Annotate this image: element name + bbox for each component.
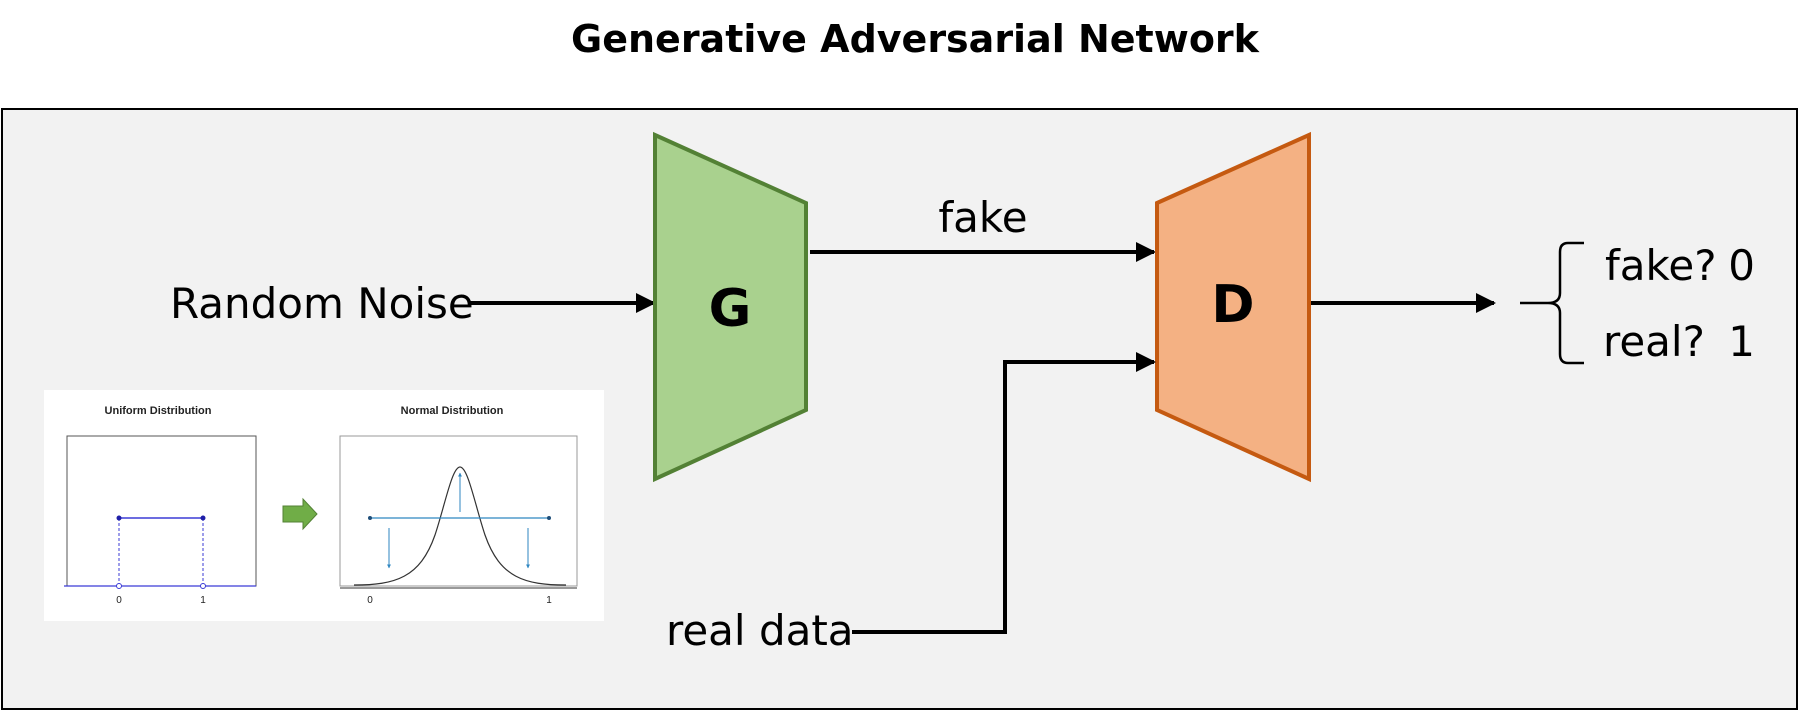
fake-label: fake bbox=[938, 193, 1027, 242]
normal-tick-0: 0 bbox=[367, 595, 373, 606]
generator-label: G bbox=[709, 279, 752, 339]
output-real-question: real? bbox=[1603, 317, 1705, 366]
uniform-open-left bbox=[116, 583, 122, 589]
discriminator-block bbox=[1155, 131, 1311, 483]
uniform-tick-1: 1 bbox=[200, 595, 206, 606]
real-data-label: real data bbox=[666, 606, 854, 655]
generator-block bbox=[653, 131, 808, 483]
uniform-point-right bbox=[200, 515, 206, 521]
diagram-title: Generative Adversarial Network bbox=[571, 17, 1260, 61]
normal-tick-1: 1 bbox=[546, 595, 552, 606]
uniform-open-right bbox=[200, 583, 206, 589]
output-brace bbox=[1520, 241, 1584, 365]
discriminator-label: D bbox=[1211, 275, 1254, 335]
normal-plot-frame bbox=[339, 435, 578, 587]
output-fake-value: 0 bbox=[1728, 241, 1755, 290]
uniform-plot-title: Uniform Distribution bbox=[105, 405, 212, 417]
uniform-point-left bbox=[116, 515, 122, 521]
uniform-tick-0: 0 bbox=[116, 595, 122, 606]
transform-arrow-icon bbox=[282, 497, 318, 531]
uniform-plot-frame bbox=[66, 435, 257, 587]
distribution-inset: Uniform Distribution 0 1 Normal Distribu… bbox=[44, 390, 604, 621]
normal-point-right bbox=[547, 516, 551, 520]
real-data-to-discriminator-arrow bbox=[852, 352, 1156, 634]
output-fake-question: fake? bbox=[1605, 241, 1716, 290]
output-real-value: 1 bbox=[1728, 317, 1755, 366]
normal-density-curve bbox=[353, 466, 567, 586]
random-noise-label: Random Noise bbox=[170, 279, 474, 328]
normal-point-left bbox=[368, 516, 372, 520]
normal-plot-title: Normal Distribution bbox=[401, 405, 504, 417]
